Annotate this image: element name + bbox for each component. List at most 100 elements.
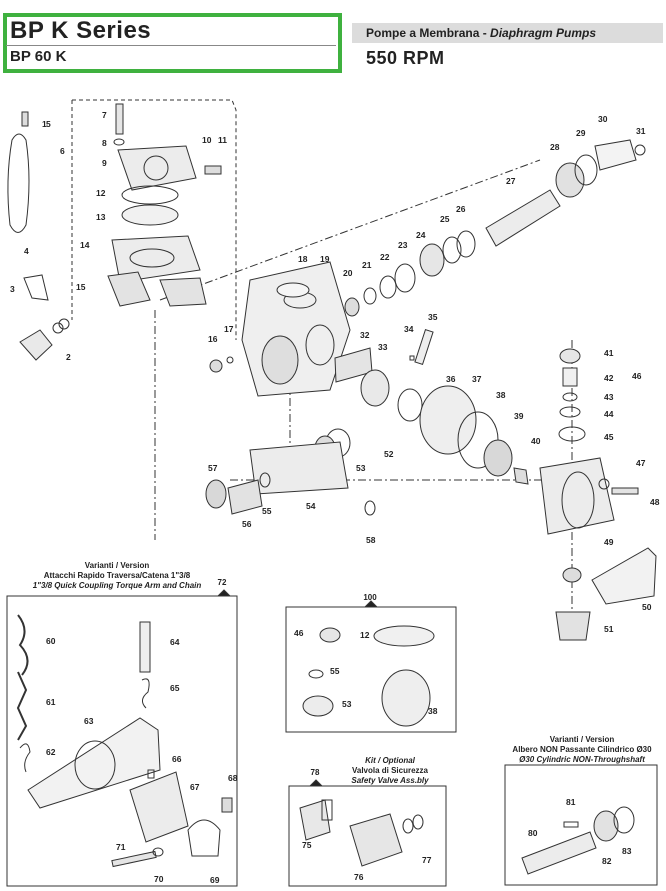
part-label-41: 41	[604, 348, 614, 358]
safety-valve-box	[288, 785, 447, 887]
part-label-9: 9	[102, 158, 107, 168]
pump-type-banner: Pompe a Membrana - Diaphragm Pumps	[352, 23, 663, 43]
part-label-30: 30	[598, 114, 608, 124]
part-label-4: 4	[24, 246, 29, 256]
part-label-36: 36	[446, 374, 456, 384]
part-49-head	[539, 457, 615, 535]
part-label-27: 27	[506, 176, 516, 186]
part-label-60: 60	[46, 636, 56, 646]
part-label-17: 17	[224, 324, 234, 334]
part-label-8: 8	[102, 138, 107, 148]
part-label-69: 69	[210, 875, 220, 885]
part-label-55: 55	[262, 506, 272, 516]
part-4-shape	[7, 133, 30, 233]
part-label-66: 66	[172, 754, 182, 764]
part-label-67: 67	[190, 782, 200, 792]
part-label-57: 57	[208, 463, 218, 473]
part-label-81: 81	[566, 797, 576, 807]
part-label-34: 34	[404, 324, 414, 334]
part-label-68: 68	[228, 773, 238, 783]
part-label-12: 12	[96, 188, 106, 198]
part-2-shape	[19, 329, 53, 361]
part-label-77: 77	[422, 855, 432, 865]
variants-quick-line3: 1"3/8 Quick Coupling Torque Arm and Chai…	[32, 581, 202, 590]
part-label-2: 2	[66, 352, 71, 362]
part-54-manifold	[249, 441, 349, 495]
part-label-43: 43	[604, 392, 614, 402]
part-label-62: 62	[46, 747, 56, 757]
part-label-1: 1	[42, 119, 47, 129]
part-14-body	[111, 235, 201, 283]
part-3-shape	[23, 274, 49, 301]
part-5-shape	[21, 111, 29, 127]
part-label-75: 75	[302, 840, 312, 850]
part-label-50: 50	[642, 602, 652, 612]
part-label-55: 55	[330, 666, 340, 676]
safety-valve-title: Kit / Optional Valvola di Sicurezza Safe…	[336, 756, 444, 786]
part-label-70: 70	[154, 874, 164, 884]
part-label-35: 35	[428, 312, 438, 322]
part-label-7: 7	[102, 110, 107, 120]
part-label-20: 20	[343, 268, 353, 278]
part-label-16: 16	[208, 334, 218, 344]
part-label-38: 38	[428, 706, 438, 716]
part-label-21: 21	[362, 260, 372, 270]
part-label-23: 23	[398, 240, 408, 250]
part-label-24: 24	[416, 230, 426, 240]
part-label-33: 33	[378, 342, 388, 352]
part-label-32: 32	[360, 330, 370, 340]
part-label-52: 52	[384, 449, 394, 459]
part-label-47: 47	[636, 458, 646, 468]
part-label-5: 5	[46, 119, 51, 129]
part-label-26: 26	[456, 204, 466, 214]
part-label-44: 44	[604, 409, 614, 419]
model-title: BP 60 K	[10, 48, 67, 65]
part-63-arm	[27, 717, 161, 809]
part-label-6: 6	[60, 146, 65, 156]
part-label-42: 42	[604, 373, 614, 383]
part-label-39: 39	[514, 411, 524, 421]
pump-type-en: Diaphragm Pumps	[490, 26, 597, 40]
variants-quick-line2: Attacchi Rapido Traversa/Catena 1"3/8	[43, 571, 191, 580]
shaft-axis	[159, 159, 541, 301]
header-divider	[6, 45, 336, 46]
part-label-15: 15	[76, 282, 86, 292]
part-label-76: 76	[354, 872, 364, 882]
part-label-46: 46	[632, 371, 642, 381]
part-label-46: 46	[294, 628, 304, 638]
part-label-25: 25	[440, 214, 450, 224]
shaft-variant-line2: Albero NON Passante Cilindrico Ø30	[512, 745, 652, 754]
part-50-bracket	[591, 547, 657, 605]
part-label-63: 63	[84, 716, 94, 726]
series-header-box	[3, 13, 342, 73]
shaft-variant-line1: Varianti / Version	[549, 735, 615, 744]
part-label-53: 53	[342, 699, 352, 709]
part-label-71: 71	[116, 842, 126, 852]
part-label-61: 61	[46, 697, 56, 707]
part-label-10: 10	[202, 135, 212, 145]
part-label-11: 11	[218, 135, 227, 145]
variants-quick-line1: Varianti / Version	[84, 561, 150, 570]
pump-type-it: Pompe a Membrana -	[366, 26, 491, 40]
part-label-19: 19	[320, 254, 330, 264]
part-label-18: 18	[298, 254, 308, 264]
part-label-14: 14	[80, 240, 90, 250]
part-label-80: 80	[528, 828, 538, 838]
variants-quick-title: Varianti / Version Attacchi Rapido Trave…	[12, 561, 222, 591]
part-label-45: 45	[604, 432, 614, 442]
shaft-variant-line3: Ø30 Cylindric NON-Throughshaft	[519, 755, 645, 764]
part-label-49: 49	[604, 537, 614, 547]
part-label-65: 65	[170, 683, 180, 693]
part-label-56: 56	[242, 519, 252, 529]
part-label-12: 12	[360, 630, 370, 640]
part-label-83: 83	[622, 846, 632, 856]
box-78-number: 78	[310, 768, 320, 777]
part-19-crankcase	[241, 261, 351, 397]
part-label-37: 37	[472, 374, 482, 384]
assembly-bracket-6	[71, 99, 237, 340]
part-label-51: 51	[604, 624, 614, 634]
part-label-53: 53	[356, 463, 366, 473]
box-100-number: 100	[363, 593, 377, 602]
part-label-82: 82	[602, 856, 612, 866]
